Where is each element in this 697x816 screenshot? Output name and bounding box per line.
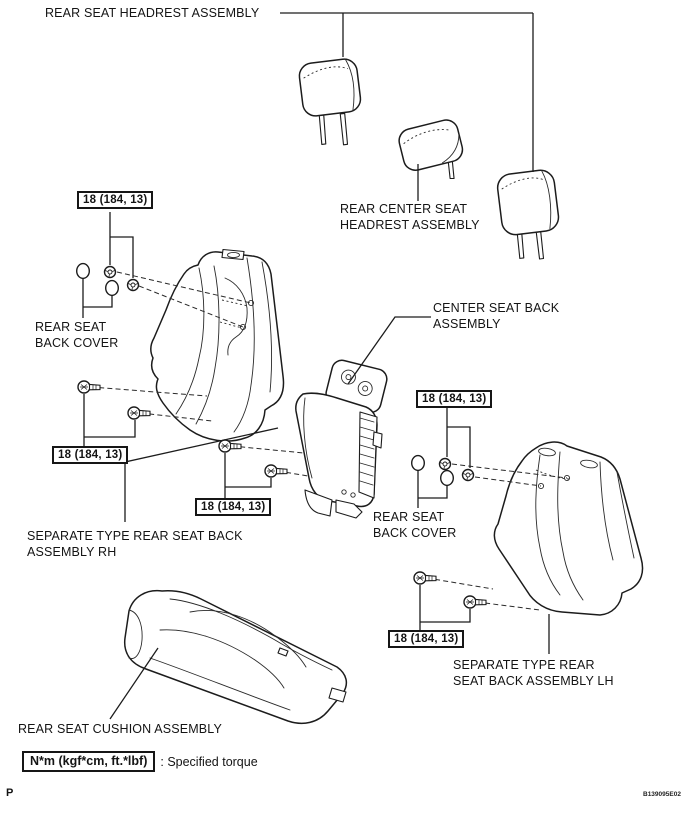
washer-icon bbox=[104, 279, 120, 297]
bolt-icon bbox=[218, 439, 242, 453]
figure-code: B139095E02 bbox=[643, 791, 681, 798]
headrest-left-drawing bbox=[298, 58, 362, 146]
torque-unit-box: N*m (kgf*cm, ft.*lbf) bbox=[22, 751, 156, 772]
nut-icon bbox=[126, 278, 140, 292]
torque-spec-box-mid-left: 18 (184, 13) bbox=[52, 446, 129, 464]
bolt-icon bbox=[413, 571, 437, 585]
washer-icon bbox=[411, 454, 425, 472]
center-seat-back-drawing bbox=[295, 359, 388, 519]
label-center-seat-back-assembly: CENTER SEAT BACK ASSEMBLY bbox=[433, 301, 560, 332]
seat-cushion-drawing bbox=[123, 589, 348, 724]
nut-icon bbox=[461, 468, 475, 482]
bolt-icon bbox=[264, 464, 288, 478]
torque-legend: N*m (kgf*cm, ft.*lbf) : Specified torque bbox=[22, 751, 258, 772]
torque-spec-box-upper-left: 18 (184, 13) bbox=[77, 191, 154, 209]
torque-spec-box-center: 18 (184, 13) bbox=[195, 498, 272, 516]
torque-spec-box-upper-right: 18 (184, 13) bbox=[416, 390, 493, 408]
headrest-center-drawing bbox=[398, 119, 464, 180]
bolt-icon bbox=[127, 406, 151, 420]
nut-icon bbox=[103, 265, 117, 279]
torque-legend-description: : Specified torque bbox=[160, 754, 258, 769]
dashed-alignment-lines bbox=[90, 271, 568, 611]
label-separate-type-rear-seat-back-rh: SEPARATE TYPE REAR SEAT BACK ASSEMBLY RH bbox=[27, 529, 243, 560]
label-rear-seat-cushion-assembly: REAR SEAT CUSHION ASSEMBLY bbox=[18, 722, 222, 736]
washer-icon bbox=[440, 469, 454, 487]
label-rear-seat-back-cover-left: REAR SEAT BACK COVER bbox=[35, 320, 119, 351]
washer-icon bbox=[75, 262, 91, 280]
nut-icon bbox=[438, 457, 452, 471]
headrest-right-drawing bbox=[496, 169, 560, 260]
label-rear-seat-back-cover-right: REAR SEAT BACK COVER bbox=[373, 510, 457, 541]
page-marker: P bbox=[6, 787, 14, 799]
seat-back-rh-drawing bbox=[150, 248, 285, 442]
leader-lines bbox=[82, 12, 550, 720]
torque-spec-box-lower-right: 18 (184, 13) bbox=[388, 630, 465, 648]
label-rear-seat-headrest-assembly: REAR SEAT HEADREST ASSEMBLY bbox=[45, 6, 260, 20]
bolt-icon bbox=[463, 595, 487, 609]
bolt-icon bbox=[77, 380, 101, 394]
bolt-hole-marks bbox=[239, 299, 571, 490]
seat-back-lh-drawing bbox=[493, 441, 644, 616]
label-separate-type-rear-seat-back-lh: SEPARATE TYPE REAR SEAT BACK ASSEMBLY LH bbox=[453, 658, 614, 689]
label-rear-center-seat-headrest-assembly: REAR CENTER SEAT HEADREST ASSEMBLY bbox=[340, 202, 480, 233]
